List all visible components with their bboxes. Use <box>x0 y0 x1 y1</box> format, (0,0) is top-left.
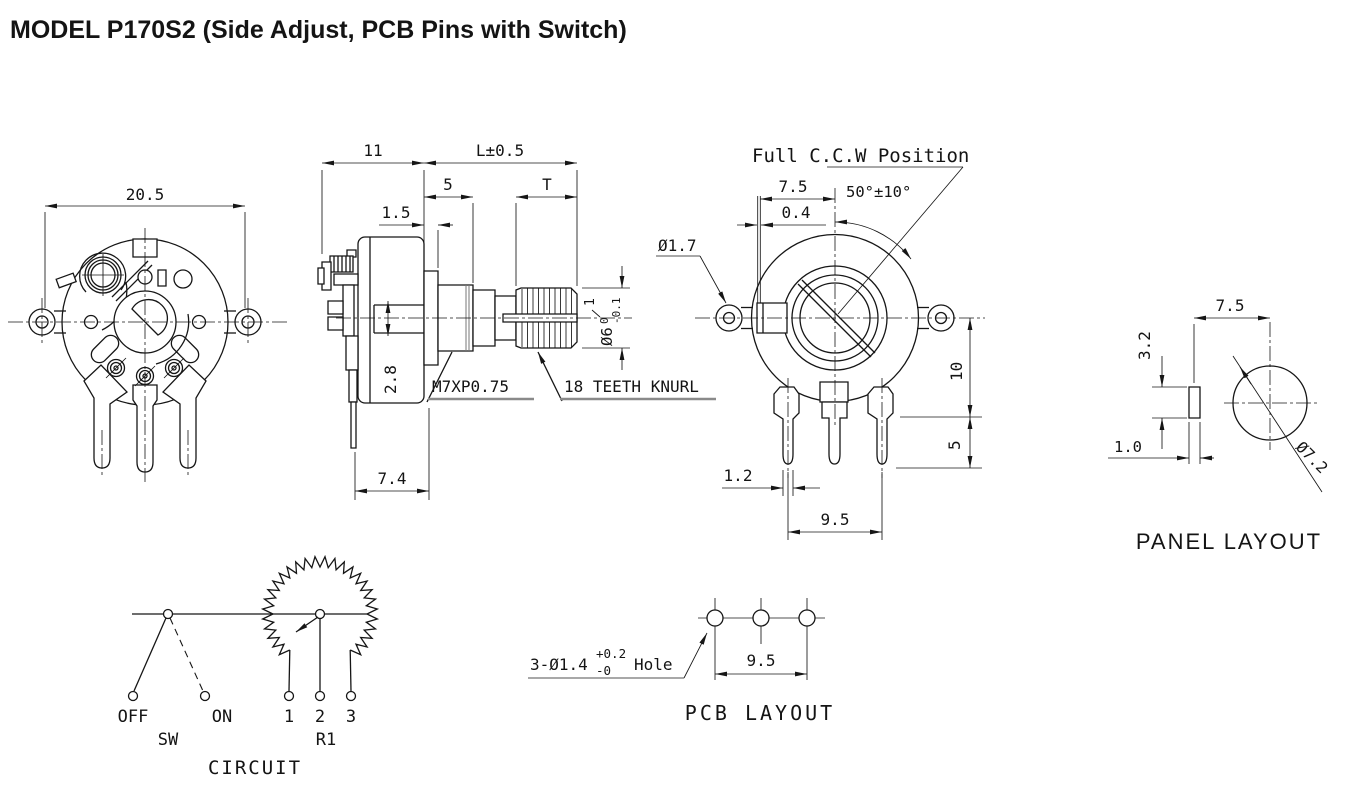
panel-layout-title: PANEL LAYOUT <box>1136 529 1322 554</box>
pcb-hole-tol-upper: +0.2 <box>596 646 626 661</box>
dim-side-flat: 2.8 <box>381 365 400 394</box>
dim-shaft-dia: Ø6 <box>598 327 616 346</box>
panel-dim-slot-width: 1.0 <box>1108 422 1214 464</box>
rear-dim-pin-shoulder: 10 <box>900 318 982 417</box>
front-switch-spring <box>56 253 125 296</box>
dim-pin-shoulder: 10 <box>947 362 966 381</box>
side-solder-tab <box>351 402 356 448</box>
side-knurl-note: 18 TEETH KNURL <box>538 352 716 401</box>
pcb-layout-title: PCB LAYOUT <box>685 701 835 725</box>
terminal-1-label: 1 <box>284 707 294 727</box>
dim-side-bushing: 5 <box>443 175 453 194</box>
page-title: MODEL P170S2 (Side Adjust, PCB Pins with… <box>10 16 627 44</box>
pcb-hole-tol-lower: -0 <box>596 663 611 678</box>
dim-lever-offset: 7.5 <box>779 177 808 196</box>
dim-pin-tail: 5 <box>945 440 964 450</box>
front-shaft-d-hole <box>132 300 167 335</box>
pcb-holes <box>698 598 825 680</box>
pcb-hole-callout: 3-Ø1.4 +0.2 -0 Hole <box>528 633 707 678</box>
rear-view: Full C.C.W Position 50°±10° 7.5 0.4 Ø1.7… <box>656 145 985 540</box>
side-bushing-shaft <box>424 271 577 365</box>
side-dim-flat: 2.8 <box>381 301 400 394</box>
front-rotor-stubs <box>88 332 202 366</box>
dim-panel-slot-width: 1.0 <box>1114 438 1142 456</box>
switch-on-label: ON <box>212 707 232 727</box>
dim-side-knurl: T <box>542 175 552 194</box>
switch-off-label: OFF <box>118 707 149 727</box>
thread-note: M7XP0.75 <box>432 377 509 396</box>
panel-dim-offset: 7.5 <box>1194 296 1270 383</box>
pcb-hole-note-suffix: Hole <box>634 655 673 674</box>
wiper-arrow <box>296 617 318 632</box>
panel-hole-dia: Ø7.2 <box>1292 438 1331 477</box>
pcb-layout-view: 9.5 3-Ø1.4 +0.2 -0 Hole PCB LAYOUT <box>528 598 835 725</box>
panel-dim-slot-height: 3.2 <box>1135 331 1187 449</box>
rear-terminal-pins <box>774 382 893 464</box>
front-view: 20.5 <box>8 185 290 482</box>
resistor-label: R1 <box>316 730 336 750</box>
rear-dim-pin-pitch: 9.5 <box>788 472 882 540</box>
front-dim-width: 20.5 <box>45 185 245 308</box>
circuit-view: OFF ON SW 1 2 3 R1 CIRCUIT <box>118 557 378 779</box>
panel-centerlines <box>1224 322 1318 450</box>
dim-lever-thickness: 0.4 <box>782 203 811 222</box>
side-dim-shaft-length: L±0.5 <box>424 141 577 286</box>
side-dim-bushing: 5 <box>424 175 473 283</box>
panel-dia-callout: Ø7.2 <box>1233 356 1331 492</box>
ccw-angle: 50°±10° <box>846 183 911 201</box>
dim-side-depth: 11 <box>363 141 382 160</box>
rear-centerlines <box>695 188 985 478</box>
circuit-title: CIRCUIT <box>208 757 302 779</box>
front-rivets <box>106 358 184 386</box>
terminal-2-label: 2 <box>315 707 325 727</box>
front-stop-lug <box>158 270 166 286</box>
pcb-dim-pitch: 9.5 <box>715 651 807 677</box>
rear-hole-callout: Ø1.7 <box>656 236 726 303</box>
ccw-label: Full C.C.W Position <box>752 145 969 167</box>
rear-screw-slot <box>798 284 871 357</box>
side-thread-note: M7XP0.75 <box>427 352 534 402</box>
front-rivet-hole <box>174 270 192 288</box>
side-switch-lugs <box>318 250 358 448</box>
circuit-resistor <box>263 557 378 701</box>
rear-dim-lever-thickness: 0.4 <box>737 203 826 228</box>
rear-ccw-annotation: Full C.C.W Position 50°±10° <box>752 145 969 314</box>
rear-dim-pin-tail: 5 <box>896 417 982 468</box>
resistor-ring <box>263 557 378 655</box>
rear-bottom-tab <box>820 382 848 402</box>
front-centerlines <box>8 228 290 482</box>
rear-dim-pin-width: 1.2 <box>722 466 820 496</box>
dim-slot-width: 1 <box>583 298 598 306</box>
ear-hole-dia: Ø1.7 <box>658 236 697 255</box>
dim-pcb-pitch: 9.5 <box>747 651 776 670</box>
panel-lever-slot <box>1189 387 1200 418</box>
knurl-note: 18 TEETH KNURL <box>564 377 699 396</box>
side-dim-shaft-dia: Ø6 0 -0.1 1 <box>582 266 630 370</box>
switch-label: SW <box>158 730 179 750</box>
dim-shaft-tol-upper: 0 <box>598 317 611 324</box>
panel-layout-view: Ø7.2 7.5 3.2 1.0 PANEL LAYOUT <box>1108 296 1331 554</box>
front-rotor <box>102 282 189 364</box>
dim-shaft-tol-lower: -0.1 <box>610 298 623 325</box>
side-dim-depth: 11 <box>322 141 424 267</box>
rear-dim-lever-offset: 7.5 <box>760 177 835 202</box>
dim-pin-width: 1.2 <box>724 466 753 485</box>
dim-side-tab: 7.4 <box>378 469 407 488</box>
dim-panel-offset: 7.5 <box>1216 296 1245 315</box>
circuit-switch <box>129 610 210 701</box>
dim-front-width: 20.5 <box>126 185 165 204</box>
dim-side-shaft-length: L±0.5 <box>476 141 524 160</box>
side-dim-knurl: T <box>516 175 577 286</box>
dim-pin-pitch: 9.5 <box>821 510 850 529</box>
side-dim-tab: 7.4 <box>355 408 429 500</box>
dim-panel-slot-height: 3.2 <box>1135 331 1154 360</box>
side-dim-step: 1.5 <box>379 203 453 268</box>
pcb-hole-note: 3-Ø1.4 <box>530 655 588 674</box>
terminal-3-label: 3 <box>346 707 356 727</box>
dim-side-step: 1.5 <box>382 203 411 222</box>
side-view: 11 L±0.5 5 T 1.5 2.8 <box>318 141 716 500</box>
